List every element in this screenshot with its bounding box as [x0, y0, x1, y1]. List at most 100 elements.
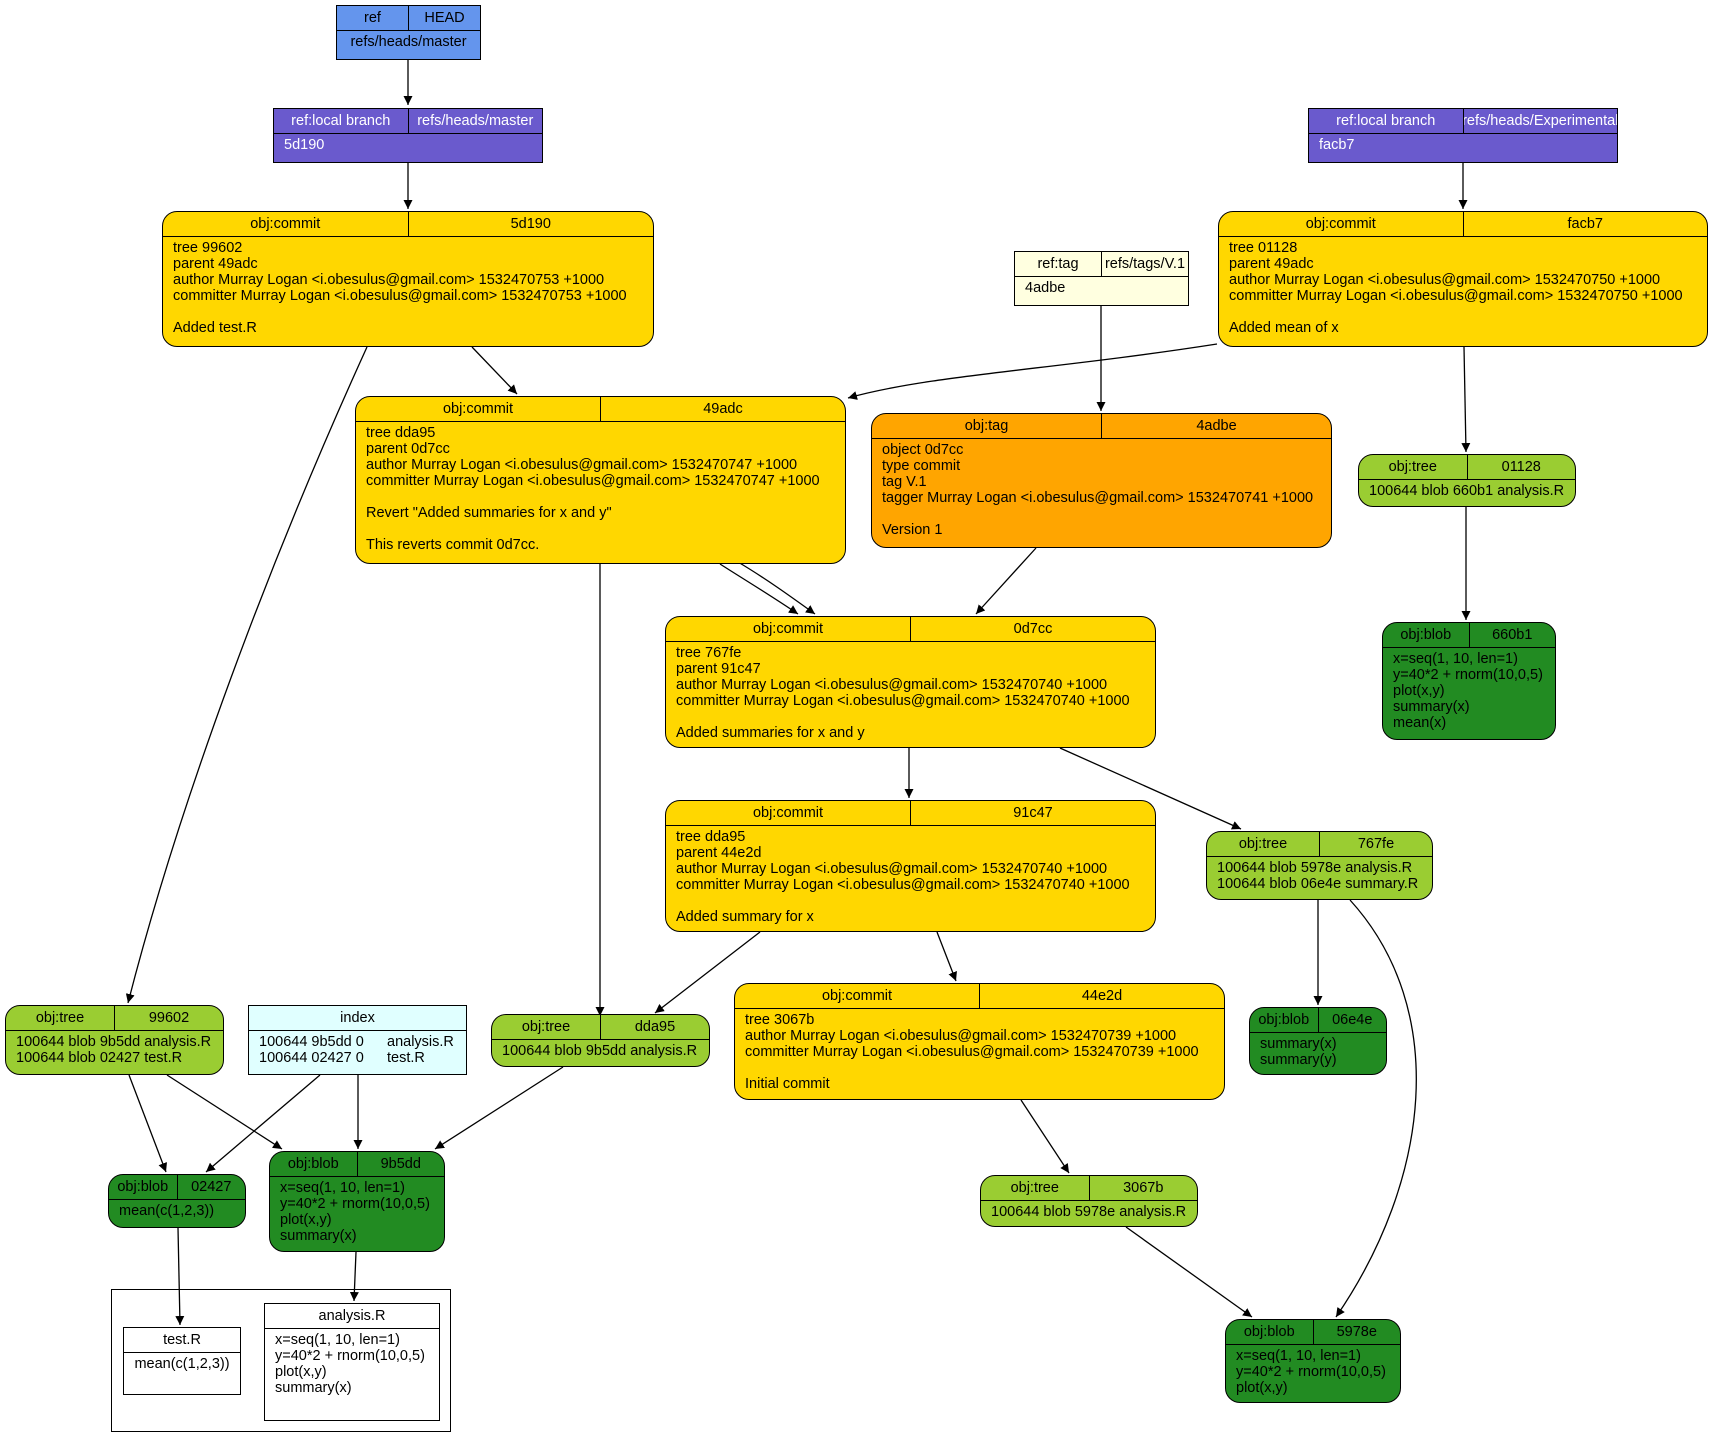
node-body: 4adbe [1025, 280, 1066, 296]
node-id-label: HEAD [408, 6, 480, 30]
node-type-label: obj:commit [250, 216, 321, 232]
working-directory-box [111, 1289, 451, 1432]
index-entry-mode: 100644 9b5dd 0 [259, 1034, 364, 1050]
node-body: tree 01128 parent 49adc author Murray Lo… [1229, 240, 1683, 336]
node-body: tree dda95 parent 44e2d author Murray Lo… [676, 829, 1130, 925]
node-type-label: obj:tree [521, 1019, 571, 1035]
node-id-label: 5978e [1312, 1320, 1401, 1344]
file-body: x=seq(1, 10, len=1) y=40*2 + rnorm(10,0,… [275, 1332, 425, 1396]
blob-660b1-node: obj:blob 660b1 x=seq(1, 10, len=1) y=40*2… [1382, 622, 1556, 740]
node-id-label: 4adbe [1101, 414, 1331, 438]
edge-91c47-to-treedda95 [654, 931, 761, 1014]
file-title: test.R [124, 1328, 240, 1353]
edge-index-to-blob02427 [205, 1074, 321, 1173]
node-body: tree dda95 parent 0d7cc author Murray Lo… [366, 425, 820, 553]
node-type-label: obj:tree [1388, 459, 1437, 475]
node-id-label: dda95 [600, 1015, 709, 1039]
node-id-label: refs/heads/Experimental [1462, 109, 1617, 133]
node-type-label: obj:tag [964, 418, 1009, 434]
file-title: analysis.R [265, 1304, 439, 1329]
index-entry-file: test.R [387, 1050, 425, 1066]
ref-tag-v1-node: ref:tag refs/tags/V.1 4adbe [1014, 251, 1189, 306]
edge-facb7-to-tree01128 [1461, 346, 1471, 453]
edge-0d7cc-to-tree767fe [1059, 747, 1242, 830]
index-node: index 100644 9b5dd 0 analysis.R 100644 02… [248, 1005, 467, 1075]
node-body: summary(x) summary(y) [1260, 1036, 1337, 1068]
tag-4adbe-node: obj:tag 4adbe object 0d7cc type commit ta… [871, 413, 1332, 548]
node-id-label: refs/tags/V.1 [1101, 252, 1188, 276]
node-body: x=seq(1, 10, len=1) y=40*2 + rnorm(10,0,… [1236, 1348, 1386, 1396]
index-entry-mode: 100644 02427 0 [259, 1050, 364, 1066]
tree-01128-node: obj:tree 01128 100644 blob 660b1 analysis… [1358, 454, 1576, 507]
node-type-label: ref:tag [1037, 256, 1079, 272]
file-test-r-node: test.R mean(c(1,2,3)) [123, 1327, 241, 1395]
node-type-label: obj:commit [752, 805, 824, 821]
edge-blob9b5dd-to-fileanalysis [349, 1251, 359, 1302]
node-type-label: obj:blob [1243, 1324, 1295, 1340]
node-id-label: 91c47 [910, 801, 1155, 825]
file-analysis-r-node: analysis.R x=seq(1, 10, len=1) y=40*2 + … [264, 1303, 440, 1421]
blob-5978e-node: obj:blob 5978e x=seq(1, 10, len=1) y=40*2… [1225, 1319, 1401, 1403]
node-id-label: 44e2d [979, 984, 1224, 1008]
edge-tree99602-to-blob02427 [128, 1074, 167, 1173]
node-body: 100644 blob 9b5dd analysis.R 100644 blob… [16, 1034, 212, 1066]
node-body: x=seq(1, 10, len=1) y=40*2 + rnorm(10,0,… [280, 1180, 430, 1244]
node-type-label: obj:blob [287, 1156, 339, 1172]
edge-49adc-to-0d7cc-b [737, 561, 816, 615]
node-type-label: obj:blob [117, 1179, 169, 1195]
node-id-label: 0d7cc [910, 617, 1155, 641]
edge-44e2d-to-tree3067b [1020, 1099, 1070, 1174]
edge-tag4adbe-to-0d7cc [975, 547, 1037, 615]
commit-44e2d-node: obj:commit 44e2d tree 3067b author Murray… [734, 983, 1225, 1100]
edge-treedda95-to-blob9b5dd [434, 1066, 564, 1150]
node-type-label: ref:local branch [1336, 113, 1436, 129]
edge-tree99602-to-blob9b5dd [166, 1074, 283, 1150]
node-id-label: refs/heads/master [407, 109, 543, 133]
edge-blob02427-to-filetest [175, 1227, 185, 1326]
node-type-label: ref [364, 10, 381, 26]
node-type-label: obj:blob [1258, 1012, 1310, 1028]
node-type-label: obj:commit [442, 401, 514, 417]
tree-dda95-node: obj:tree dda95 100644 blob 9b5dd analysis… [491, 1014, 710, 1067]
node-body: 100644 blob 9b5dd analysis.R [502, 1043, 698, 1059]
node-type-label: obj:commit [821, 988, 893, 1004]
node-body: mean(c(1,2,3)) [119, 1203, 215, 1219]
node-type-label: obj:commit [752, 621, 824, 637]
node-type-label: obj:tree [1010, 1180, 1059, 1196]
node-body: object 0d7cc type commit tag V.1 tagger … [882, 442, 1314, 538]
node-body: facb7 [1319, 137, 1355, 153]
index-title: index [249, 1006, 466, 1031]
edge-91c47-to-44e2d [936, 931, 957, 982]
node-body: 100644 blob 5978e analysis.R 100644 blob… [1217, 860, 1419, 892]
index-row: 100644 02427 0 test.R [249, 1050, 466, 1066]
commit-91c47-node: obj:commit 91c47 tree dda95 parent 44e2d … [665, 800, 1156, 932]
node-type-label: obj:tree [35, 1010, 85, 1026]
node-body: 100644 blob 660b1 analysis.R [1369, 483, 1565, 499]
node-id-label: 660b1 [1468, 623, 1556, 647]
node-type-label: obj:blob [1400, 627, 1452, 643]
node-body: x=seq(1, 10, len=1) y=40*2 + rnorm(10,0,… [1393, 651, 1543, 731]
node-body: 100644 blob 5978e analysis.R [991, 1204, 1187, 1220]
node-id-label: 01128 [1466, 455, 1576, 479]
tree-767fe-node: obj:tree 767fe 100644 blob 5978e analysis… [1206, 831, 1433, 900]
index-entry-file: analysis.R [387, 1034, 454, 1050]
node-id-label: 767fe [1319, 832, 1432, 856]
node-body: tree 3067b author Murray Logan <i.obesul… [745, 1012, 1199, 1092]
file-body: mean(c(1,2,3)) [134, 1356, 230, 1372]
node-type-label: obj:tree [1238, 836, 1288, 852]
node-type-label: obj:commit [1305, 216, 1376, 232]
node-body: 5d190 [284, 137, 325, 153]
